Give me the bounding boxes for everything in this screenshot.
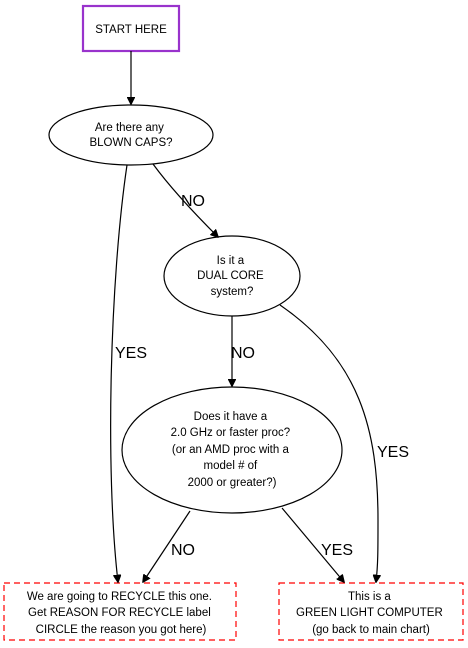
green-light-line-2: GREEN LIGHT COMPUTER (296, 607, 443, 619)
start-label: START HERE (95, 24, 167, 36)
dual-core-node: Is it a DUAL CORE system? (163, 235, 301, 317)
fast-proc-line-3: (or an AMD proc with a (172, 444, 290, 456)
green-light-line-3: (go back to main chart) (312, 624, 430, 636)
edge-proc-no-to-recycle (143, 510, 191, 582)
edge-proc-yes-to-green (281, 507, 344, 582)
edge-label-proc-yes: YES (321, 542, 353, 559)
blown-caps-text: Are there any BLOWN CAPS? (89, 122, 172, 149)
edge-label-caps-no: NO (181, 193, 205, 210)
start-box (81, 4, 181, 53)
edge-label-proc-no: NO (171, 542, 195, 559)
blown-caps-line-1: Are there any (95, 122, 164, 134)
fast-proc-node: Does it have a 2.0 GHz or faster proc? (… (121, 386, 343, 514)
green-light-line-1: This is a (348, 591, 391, 603)
green-light-box (278, 582, 464, 641)
edge-caps-yes-to-recycle (110, 164, 128, 582)
recycle-line-3: CIRCLE the reason you got here) (36, 624, 207, 636)
dual-core-text: Is it a DUAL CORE system? (197, 255, 267, 298)
green-light-node: This is a GREEN LIGHT COMPUTER (go back … (278, 582, 464, 641)
fast-proc-line-5: 2000 or greater?) (188, 477, 277, 489)
fast-proc-line-1: Does it have a (194, 411, 268, 423)
fast-proc-ellipse (121, 386, 343, 514)
edge-label-caps-yes: YES (115, 345, 147, 362)
edge-label-dual-no: NO (231, 345, 255, 362)
blown-caps-ellipse (48, 104, 214, 166)
start-node: START HERE (81, 4, 181, 53)
fast-proc-line-4: model # of (204, 460, 259, 472)
blown-caps-node: Are there any BLOWN CAPS? (48, 104, 214, 166)
edge-dual-yes-to-green (279, 304, 378, 582)
edge-label-dual-yes: YES (377, 444, 409, 461)
recycle-text: We are going to RECYCLE this one. Get RE… (27, 591, 215, 636)
edge-caps-no-to-dual (152, 163, 218, 237)
dual-core-line-2: DUAL CORE (197, 270, 264, 282)
fast-proc-text: Does it have a 2.0 GHz or faster proc? (… (171, 411, 294, 489)
blown-caps-line-2: BLOWN CAPS? (89, 137, 172, 149)
recycle-line-1: We are going to RECYCLE this one. (27, 591, 212, 603)
dual-core-line-3: system? (211, 286, 254, 298)
recycle-line-2: Get REASON FOR RECYCLE label (28, 607, 211, 619)
recycle-node: We are going to RECYCLE this one. Get RE… (3, 582, 237, 641)
dual-core-line-1: Is it a (217, 255, 245, 267)
green-light-text: This is a GREEN LIGHT COMPUTER (go back … (296, 591, 446, 636)
fast-proc-line-2: 2.0 GHz or faster proc? (171, 427, 291, 439)
